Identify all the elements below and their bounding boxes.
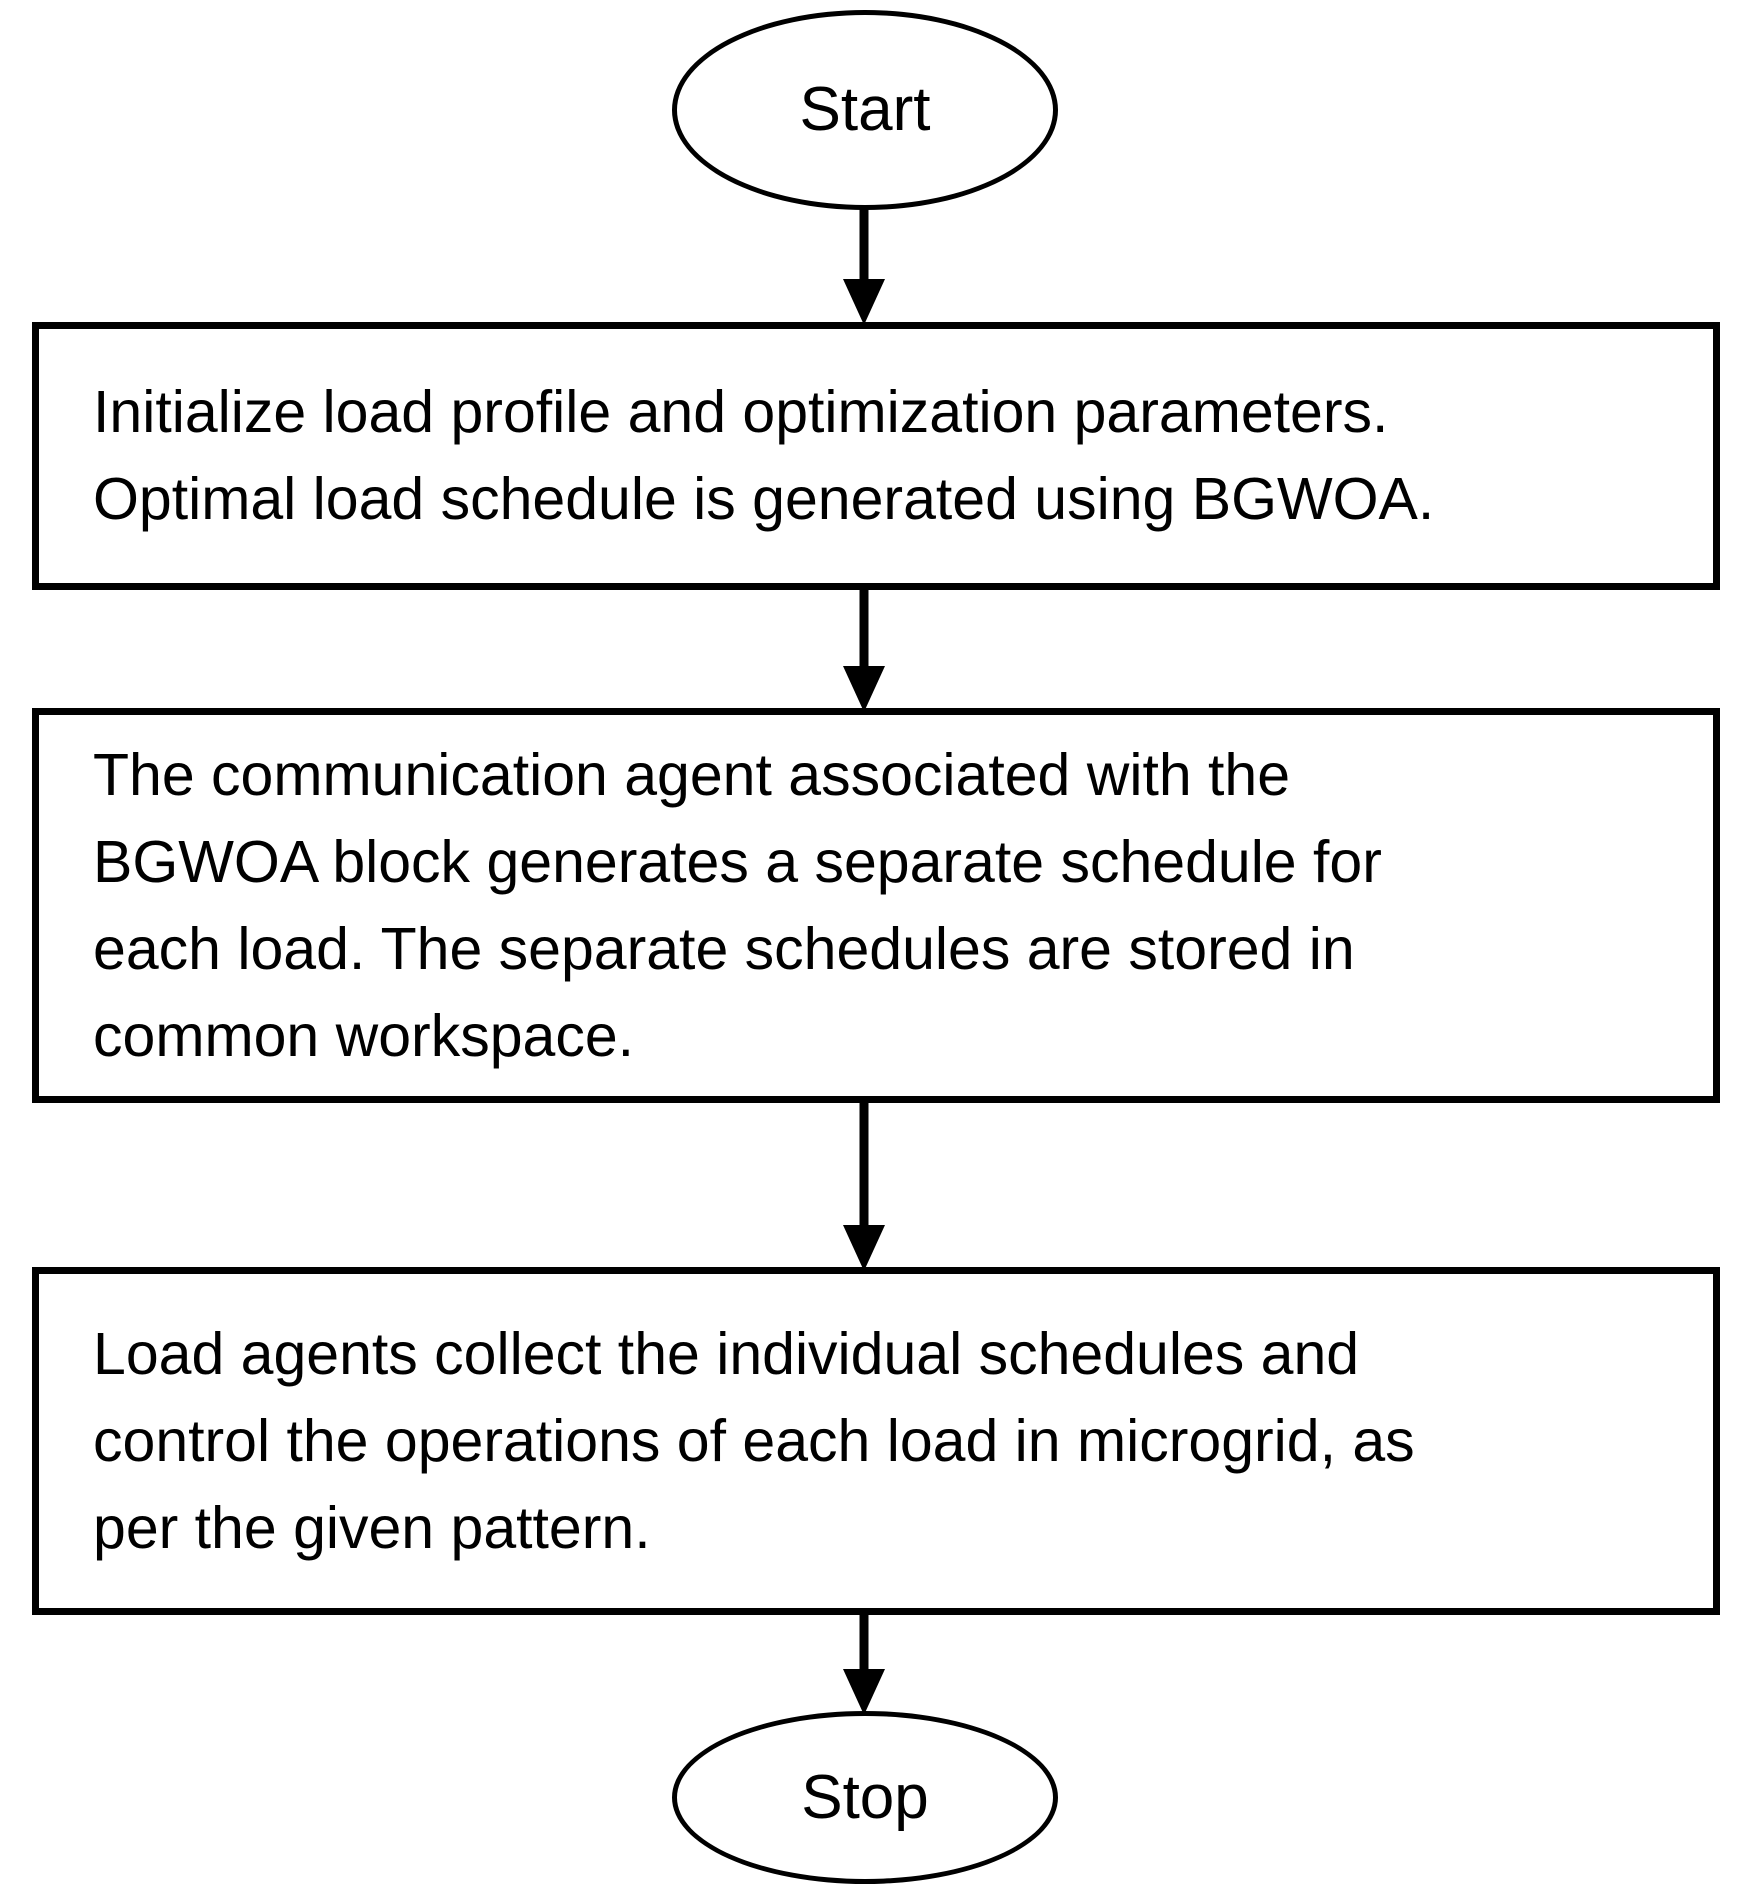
flow-node-load-agents-label: Load agents collect the individual sched… bbox=[93, 1320, 1415, 1561]
connector-start-to-init bbox=[840, 205, 888, 327]
connector-init-to-comm-agent bbox=[840, 586, 888, 714]
flow-node-start-label: Start bbox=[799, 75, 931, 144]
flow-node-start[interactable]: Start bbox=[672, 10, 1058, 210]
flow-node-comm-agent[interactable]: The communication agent associated with … bbox=[32, 708, 1720, 1103]
connector-load-agents-to-stop bbox=[840, 1611, 888, 1717]
flow-node-init-label: Initialize load profile and optimization… bbox=[93, 379, 1435, 532]
connector-comm-agent-to-load-agents bbox=[840, 1099, 888, 1273]
flow-node-load-agents[interactable]: Load agents collect the individual sched… bbox=[32, 1267, 1720, 1615]
flow-node-init[interactable]: Initialize load profile and optimization… bbox=[32, 322, 1720, 590]
flow-node-stop-label: Stop bbox=[801, 1762, 929, 1832]
flow-node-comm-agent-label: The communication agent associated with … bbox=[93, 741, 1382, 1069]
flow-node-stop[interactable]: Stop bbox=[672, 1711, 1058, 1884]
